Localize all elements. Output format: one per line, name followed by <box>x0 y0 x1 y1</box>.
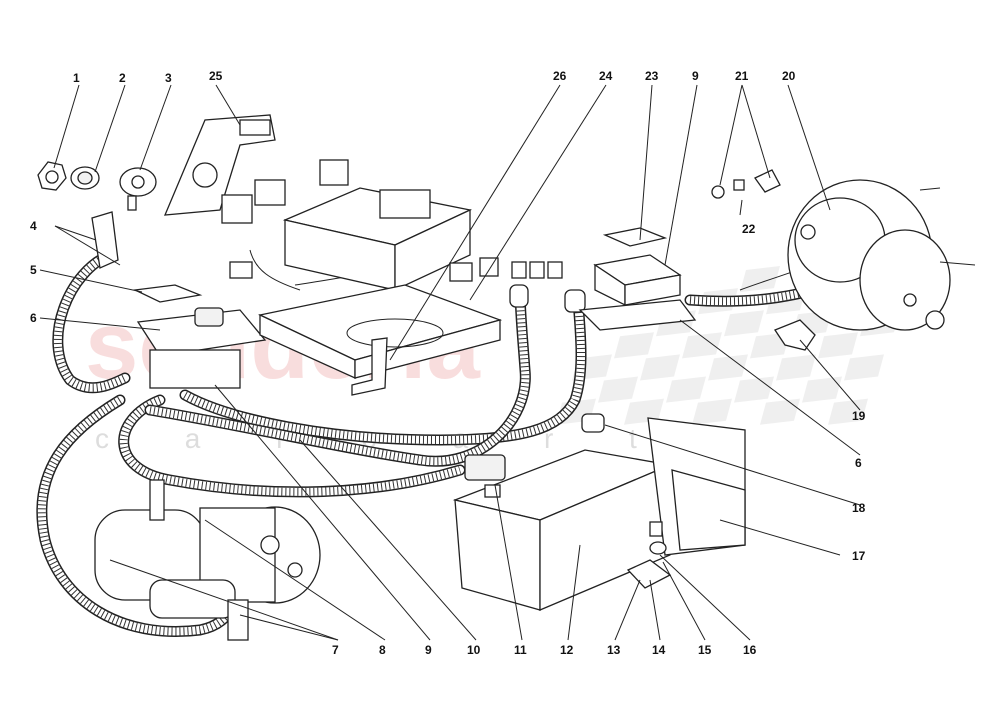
callout-6: 6 <box>30 311 37 325</box>
callout-4: 4 <box>30 219 37 233</box>
checker-square <box>828 398 868 425</box>
battery-cover <box>647 417 746 556</box>
callout-8: 8 <box>379 643 386 657</box>
checker-square <box>708 354 748 381</box>
checker-square <box>844 354 884 381</box>
callout-18: 18 <box>852 501 866 515</box>
callout-24: 24 <box>599 69 613 83</box>
callout-15: 15 <box>698 643 712 657</box>
callout-2: 2 <box>119 71 126 85</box>
checker-square <box>776 354 816 381</box>
cable-clip <box>774 319 816 351</box>
checker-square <box>802 376 842 403</box>
leader-lines <box>39 84 861 641</box>
checker-square <box>734 376 774 403</box>
relay-bracket <box>163 114 276 216</box>
callout-26: 26 <box>553 69 567 83</box>
callout-11: 11 <box>514 643 527 657</box>
small-clips <box>711 169 781 199</box>
callout-17: 17 <box>852 549 866 563</box>
clamp <box>581 413 605 433</box>
callout-5: 5 <box>30 263 37 277</box>
checker-square <box>598 376 638 403</box>
relay-fuse-box <box>221 159 473 292</box>
checker-square <box>760 398 800 425</box>
callout-10: 10 <box>467 643 481 657</box>
mounting-tray <box>257 284 503 380</box>
callout-20: 20 <box>782 69 796 83</box>
callout-21: 21 <box>735 69 749 83</box>
callout-1: 1 <box>73 71 80 85</box>
callout-12: 12 <box>560 643 574 657</box>
callout-9-top: 9 <box>692 69 699 83</box>
l-bracket <box>351 337 388 396</box>
alternator <box>787 179 976 331</box>
checker-square <box>724 310 764 337</box>
checker-square <box>818 332 858 359</box>
connector-group <box>449 257 586 313</box>
fitting-parts-1-3 <box>37 161 157 211</box>
callout-25: 25 <box>209 69 223 83</box>
callout-16: 16 <box>743 643 757 657</box>
callout-9: 9 <box>425 643 432 657</box>
checker-square <box>750 332 790 359</box>
control-module <box>578 227 697 331</box>
checker-square <box>640 354 680 381</box>
callout-19: 19 <box>852 409 866 423</box>
callout-14: 14 <box>652 643 666 657</box>
callout-23: 23 <box>645 69 659 83</box>
callout-6-right: 6 <box>855 456 862 470</box>
checker-square <box>740 266 780 293</box>
callout-3: 3 <box>165 71 172 85</box>
terminal-plate <box>132 284 267 389</box>
checker-square <box>666 376 706 403</box>
callout-13: 13 <box>607 643 621 657</box>
starter-motor <box>94 479 321 641</box>
callout-numbers: 1 2 3 4 5 6 7 8 9 10 11 12 13 14 15 16 1… <box>30 69 866 657</box>
callout-7: 7 <box>332 643 339 657</box>
checker-square <box>614 332 654 359</box>
callout-22: 22 <box>742 222 756 236</box>
checker-square <box>682 332 722 359</box>
battery <box>452 449 673 611</box>
checker-square <box>692 398 732 425</box>
